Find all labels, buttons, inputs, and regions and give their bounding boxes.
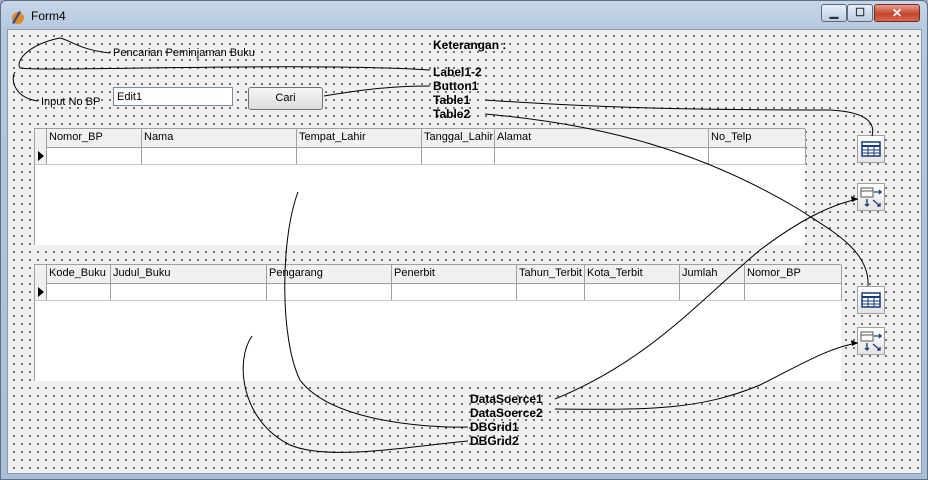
legend-label1-2: Label1-2	[433, 65, 482, 79]
column-header[interactable]: Judul_Buku	[111, 265, 267, 283]
grid-header: Kode_Buku Judul_Buku Pengarang Penerbit …	[35, 265, 842, 284]
grid-cell[interactable]	[495, 147, 709, 164]
legend-dbgrid1: DBGrid1	[470, 420, 519, 434]
table-row[interactable]	[35, 283, 842, 301]
maximize-button[interactable]: ☐	[847, 4, 873, 22]
column-header[interactable]: Jumlah	[680, 265, 745, 283]
delphi-app-icon	[12, 11, 24, 24]
legend-table1: Table1	[433, 93, 471, 107]
keterangan-label: Keterangan :	[433, 38, 507, 52]
table-icon	[861, 292, 881, 308]
minimize-icon: ▁	[829, 7, 839, 19]
connector-button1	[323, 85, 431, 97]
row-indicator	[35, 147, 47, 164]
column-header[interactable]: Kota_Terbit	[585, 265, 680, 283]
grid-cell[interactable]	[47, 283, 111, 300]
title-bar[interactable]: Form4 ▁ ☐ ✕	[1, 1, 927, 29]
legend-button1: Button1	[433, 79, 479, 93]
search-title-label[interactable]: Pencarian Peminjaman Buku	[113, 47, 255, 59]
current-row-arrow-icon	[38, 287, 44, 297]
column-header[interactable]: Nama	[142, 129, 297, 147]
grid-cell[interactable]	[585, 283, 680, 300]
column-header[interactable]: Tanggal_Lahir	[422, 129, 495, 147]
column-header[interactable]: Nomor_BP	[745, 265, 842, 283]
maximize-icon: ☐	[855, 7, 865, 19]
column-header[interactable]: Kode_Buku	[47, 265, 111, 283]
legend-dbgrid2: DBGrid2	[470, 434, 519, 448]
connector-table1	[484, 99, 874, 137]
table-row[interactable]	[35, 147, 806, 165]
connector-dbgrid2	[242, 335, 469, 453]
connector-table2	[484, 113, 869, 287]
connector-datasource1	[554, 198, 859, 400]
column-header[interactable]: Tempat_Lahir	[297, 129, 422, 147]
grid-cell[interactable]	[709, 147, 806, 164]
arrowhead-datasource1	[851, 196, 858, 202]
datasource-icon	[860, 331, 882, 351]
row-indicator	[35, 283, 47, 300]
table2-component[interactable]	[857, 286, 885, 314]
connector-label-input	[12, 71, 39, 102]
dbgrid2[interactable]: Kode_Buku Judul_Buku Pengarang Penerbit …	[34, 264, 842, 381]
column-header[interactable]: Pengarang	[267, 265, 392, 283]
minimize-button[interactable]: ▁	[821, 4, 847, 22]
column-header[interactable]: Penerbit	[392, 265, 517, 283]
grid-cell[interactable]	[47, 147, 142, 164]
grid-cell[interactable]	[680, 283, 745, 300]
grid-cell[interactable]	[745, 283, 842, 300]
connector-dbgrid1	[284, 191, 469, 428]
current-row-arrow-icon	[38, 151, 44, 161]
column-header[interactable]: Nomor_BP	[47, 129, 142, 147]
window-title: Form4	[31, 9, 66, 23]
column-header[interactable]: Alamat	[495, 129, 709, 147]
input-no-bp-label[interactable]: Input No BP	[41, 96, 101, 108]
column-header[interactable]: No_Telp	[709, 129, 806, 147]
no-bp-edit[interactable]	[113, 87, 233, 106]
grid-cell[interactable]	[297, 147, 422, 164]
connector-datasource2	[554, 342, 859, 410]
grid-cell[interactable]	[267, 283, 392, 300]
connector-label-title	[18, 37, 431, 71]
datasource-icon	[860, 187, 882, 207]
grid-cell[interactable]	[517, 283, 585, 300]
cari-button[interactable]: Cari	[248, 87, 323, 110]
dbgrid1[interactable]: Nomor_BP Nama Tempat_Lahir Tanggal_Lahir…	[34, 128, 806, 245]
legend-datasource2: DataSoerce2	[470, 406, 543, 420]
grid-cell[interactable]	[392, 283, 517, 300]
datasource2-component[interactable]	[857, 327, 885, 355]
close-icon: ✕	[891, 6, 903, 20]
column-header[interactable]: Tahun_Terbit	[517, 265, 585, 283]
legend-datasource1: DataSoerce1	[470, 392, 543, 406]
table1-component[interactable]	[857, 135, 885, 163]
arrowhead-datasource2	[851, 340, 858, 346]
indicator-column-header	[35, 265, 47, 283]
grid-cell[interactable]	[422, 147, 495, 164]
close-button[interactable]: ✕	[874, 4, 920, 22]
legend-table2: Table2	[433, 107, 471, 121]
grid-cell[interactable]	[111, 283, 267, 300]
indicator-column-header	[35, 129, 47, 147]
table-icon	[861, 141, 881, 157]
datasource1-component[interactable]	[857, 183, 885, 211]
grid-cell[interactable]	[142, 147, 297, 164]
